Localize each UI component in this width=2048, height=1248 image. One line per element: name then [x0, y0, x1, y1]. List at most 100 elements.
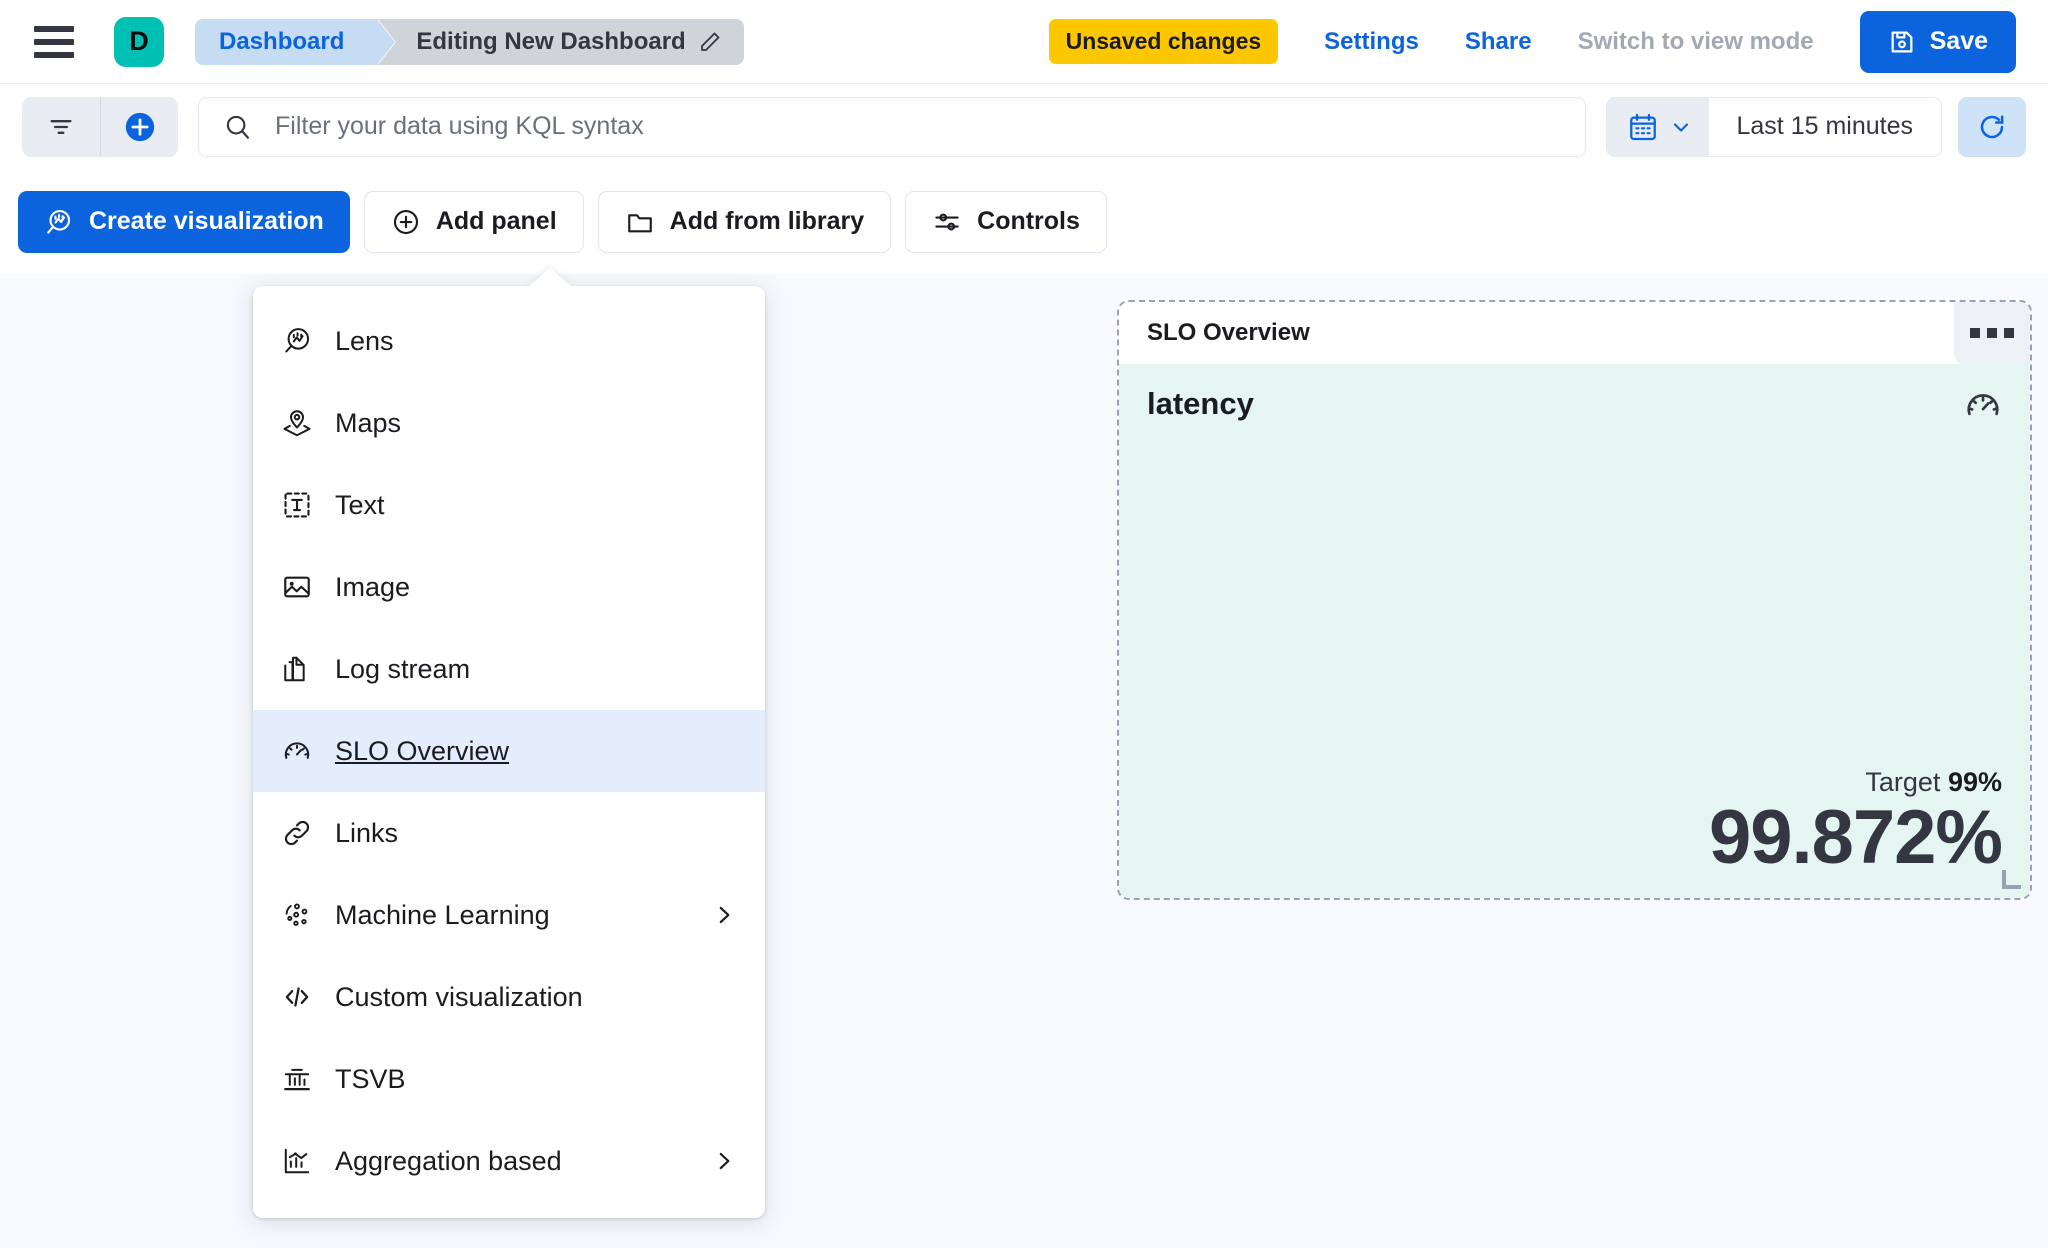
link-icon	[281, 817, 313, 849]
chevron-right-icon	[711, 1148, 737, 1174]
save-button[interactable]: Save	[1859, 10, 2016, 73]
add-from-library-button[interactable]: Add from library	[597, 190, 892, 253]
hamburger-menu-icon[interactable]	[34, 24, 78, 60]
menu-item-custom-visualization[interactable]: Custom visualization	[253, 956, 765, 1038]
calendar-icon	[1627, 111, 1659, 143]
menu-item-links[interactable]: Links	[253, 792, 765, 874]
add-filter-icon[interactable]	[100, 96, 178, 157]
controls-button[interactable]: Controls	[905, 190, 1107, 253]
code-icon	[281, 981, 313, 1013]
search-placeholder: Filter your data using KQL syntax	[275, 112, 644, 140]
top-header: D Dashboard Editing New Dashboard Unsave…	[0, 0, 2048, 84]
lens-icon	[281, 325, 313, 357]
switch-to-view-mode-link[interactable]: Switch to view mode	[1577, 27, 1814, 55]
lens-icon	[44, 207, 74, 237]
menu-item-label: Machine Learning	[335, 899, 550, 930]
filter-group	[22, 96, 178, 157]
date-range-label: Last 15 minutes	[1736, 112, 1914, 140]
hamburger-bar	[34, 51, 74, 58]
menu-item-label: Text	[335, 489, 385, 520]
menu-item-slo-overview[interactable]: SLO Overview	[253, 710, 765, 792]
image-icon	[281, 571, 313, 603]
tsvb-chart-icon	[281, 1063, 313, 1095]
save-button-label: Save	[1929, 27, 1988, 55]
controls-label: Controls	[977, 207, 1080, 235]
settings-link[interactable]: Settings	[1324, 27, 1419, 55]
slo-overview-panel[interactable]: SLO Overview latency	[1117, 300, 2032, 900]
menu-item-label: Maps	[335, 407, 402, 438]
hamburger-bar	[34, 25, 74, 32]
breadcrumb-dashboard-label: Dashboard	[219, 27, 345, 55]
menu-item-label: SLO Overview	[335, 735, 510, 766]
hamburger-bar	[34, 38, 74, 45]
create-visualization-button[interactable]: Create visualization	[18, 190, 350, 253]
filter-icon[interactable]	[22, 97, 100, 157]
edit-toolbar: Create visualization Add panel Add from …	[0, 169, 2048, 274]
avatar[interactable]: D	[114, 16, 164, 67]
search-input[interactable]: Filter your data using KQL syntax	[198, 96, 1586, 157]
resize-corner-icon[interactable]	[2002, 870, 2021, 889]
controls-icon	[932, 207, 962, 237]
date-picker[interactable]: Last 15 minutes	[1605, 96, 1942, 157]
menu-item-machine-learning[interactable]: Machine Learning	[253, 874, 765, 956]
add-panel-menu: Lens Maps Text	[253, 268, 765, 1218]
menu-item-text[interactable]: Text	[253, 464, 765, 546]
create-visualization-label: Create visualization	[89, 207, 324, 235]
gauge-icon	[1964, 386, 2002, 424]
chevron-right-icon	[711, 902, 737, 928]
grid-dots-icon	[1970, 328, 1980, 338]
machine-learning-icon	[281, 899, 313, 931]
add-panel-label: Add panel	[435, 207, 557, 235]
menu-item-label: Links	[335, 817, 399, 848]
menu-item-label: Custom visualization	[335, 981, 583, 1012]
date-picker-range[interactable]: Last 15 minutes	[1708, 97, 1941, 156]
menu-item-label: Log stream	[335, 653, 471, 684]
grid-dots-icon	[2004, 328, 2014, 338]
unsaved-changes-badge[interactable]: Unsaved changes	[1048, 19, 1279, 64]
menu-item-log-stream[interactable]: Log stream	[253, 628, 765, 710]
query-bar: Filter your data using KQL syntax	[0, 84, 2048, 169]
panel-title: SLO Overview	[1147, 319, 1310, 346]
log-stream-icon	[281, 653, 313, 685]
date-picker-quick-select[interactable]	[1606, 97, 1709, 156]
chevron-down-icon	[1669, 115, 1693, 139]
menu-item-image[interactable]: Image	[253, 546, 765, 628]
breadcrumb-dashboard[interactable]: Dashboard	[195, 18, 396, 65]
menu-item-label: Aggregation based	[335, 1145, 562, 1176]
refresh-button[interactable]	[1958, 96, 2026, 157]
popover-arrow	[528, 268, 572, 287]
maps-pin-layers-icon	[281, 407, 313, 439]
avatar-letter: D	[129, 26, 149, 56]
panel-header: SLO Overview	[1119, 302, 2030, 364]
slo-metric-name: latency	[1147, 386, 1254, 421]
panel-context-menu-button[interactable]	[1954, 302, 2030, 364]
slo-sli-value: 99.872%	[1708, 795, 2003, 881]
menu-item-label: TSVB	[335, 1063, 406, 1094]
panel-body-bottom: Target 99% 99.872%	[1147, 766, 2003, 881]
panel-body: latency Target 99% 99.872%	[1119, 364, 2030, 898]
share-link[interactable]: Share	[1464, 27, 1532, 55]
gauge-icon	[281, 735, 313, 767]
slo-target-label: Target	[1865, 766, 1941, 797]
folder-icon	[625, 207, 655, 237]
breadcrumb-editing-label: Editing New Dashboard	[416, 27, 686, 55]
menu-item-label: Image	[335, 571, 411, 602]
slo-target: Target 99%	[1147, 766, 2002, 798]
breadcrumb: Dashboard Editing New Dashboard	[195, 18, 744, 65]
add-panel-button[interactable]: Add panel	[363, 190, 584, 253]
save-disk-icon	[1888, 28, 1916, 56]
grid-dots-icon	[1987, 328, 1997, 338]
menu-item-maps[interactable]: Maps	[253, 382, 765, 464]
header-actions: Unsaved changes Settings Share Switch to…	[1048, 10, 2048, 73]
slo-target-value: 99%	[1947, 766, 2002, 797]
menu-item-lens[interactable]: Lens	[253, 300, 765, 382]
text-box-icon	[281, 489, 313, 521]
menu-item-tsvb[interactable]: TSVB	[253, 1038, 765, 1120]
menu-item-aggregation-based[interactable]: Aggregation based	[253, 1120, 765, 1202]
panel-body-top: latency	[1147, 386, 2002, 424]
search-icon	[223, 112, 253, 142]
plus-circle-icon	[391, 207, 421, 237]
breadcrumb-editing-new-dashboard[interactable]: Editing New Dashboard	[378, 18, 744, 65]
pencil-icon[interactable]	[698, 30, 722, 54]
